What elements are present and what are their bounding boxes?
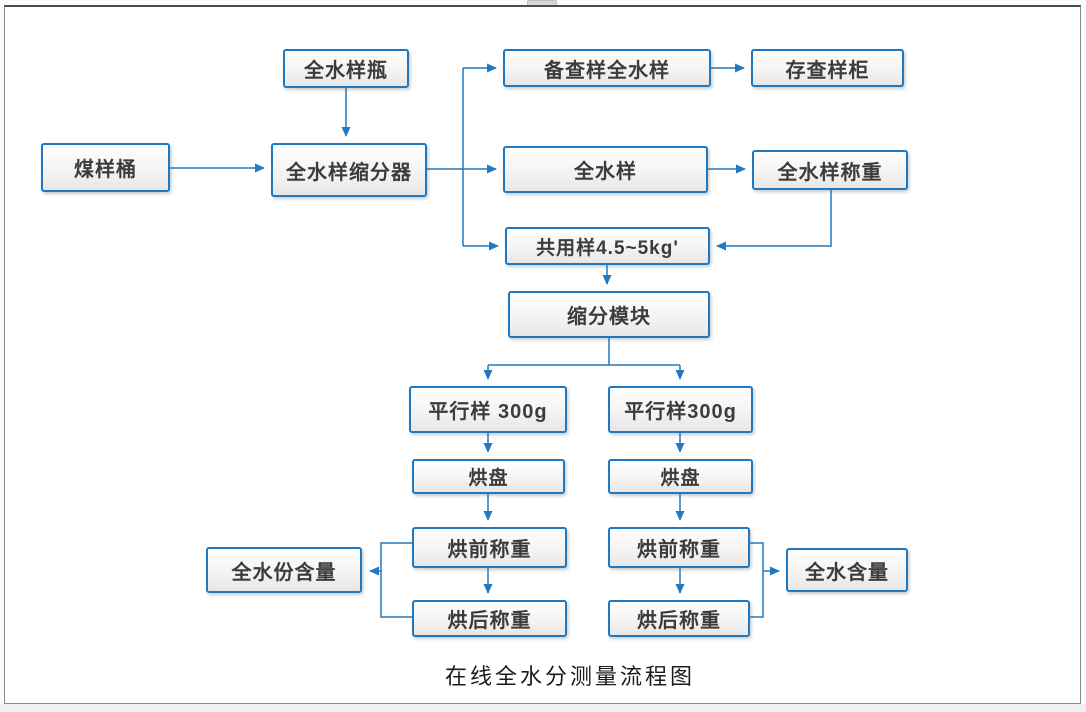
flow-node-coal-sample-bucket: 煤样桶	[41, 143, 170, 192]
flow-node-drying-tray-right: 烘盘	[608, 459, 753, 494]
flow-node-post-drying-weighing-left: 烘后称重	[412, 600, 567, 637]
top-grip-handle	[527, 0, 557, 6]
flow-node-total-moisture-content-left: 全水份含量	[206, 547, 362, 593]
flow-node-drying-tray-left: 烘盘	[412, 459, 565, 494]
flow-node-post-drying-weighing-right: 烘后称重	[608, 600, 750, 637]
bottom-strip	[0, 704, 1086, 712]
flow-node-whole-moisture-sample: 全水样	[503, 146, 708, 193]
flow-node-parallel-sample-right: 平行样300g	[608, 386, 753, 433]
flow-node-moisture-sample-weighing: 全水样称重	[752, 150, 908, 190]
flow-node-division-module: 缩分模块	[508, 291, 710, 338]
flow-node-shared-sample: 共用样4.5~5kg'	[505, 227, 710, 265]
flow-node-moisture-sample-bottle: 全水样瓶	[283, 49, 409, 88]
flow-node-reference-moisture-sample: 备查样全水样	[503, 49, 711, 87]
flow-node-parallel-sample-left: 平行样 300g	[409, 386, 567, 433]
flow-node-pre-drying-weighing-left: 烘前称重	[412, 527, 567, 568]
flow-node-pre-drying-weighing-right: 烘前称重	[608, 527, 750, 568]
flow-node-total-moisture-content-right: 全水含量	[786, 548, 908, 592]
flow-node-moisture-sample-divider: 全水样缩分器	[271, 143, 427, 197]
flow-node-reference-sample-cabinet: 存查样柜	[751, 49, 904, 87]
diagram-caption: 在线全水分测量流程图	[444, 665, 695, 690]
